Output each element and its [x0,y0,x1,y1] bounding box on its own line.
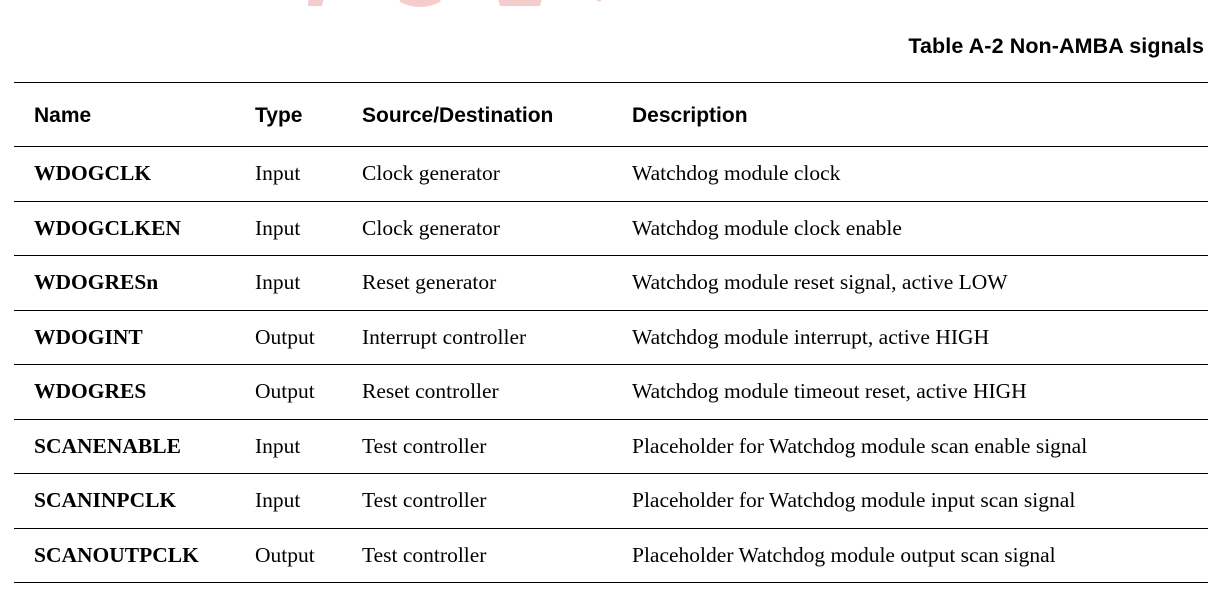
signal-source-cell: Clock generator [362,215,500,240]
table-row: SCANINPCLK Input Test controller Placeho… [14,474,1208,528]
signal-source-cell: Reset controller [362,379,499,404]
signal-name-cell: WDOGCLKEN [34,215,181,240]
signal-description-cell: Watchdog module reset signal, active LOW [632,270,1008,295]
signal-type-cell: Output [255,542,315,567]
table-row: SCANENABLE Input Test controller Placeho… [14,419,1208,474]
signal-type-cell: Input [255,161,301,186]
table-header-row: Name Type Source/Destination Description [14,82,1208,147]
signal-source-cell: Test controller [362,542,487,567]
table-row: WDOGRES Output Reset controller Watchdog… [14,365,1208,419]
signal-source-cell: Reset generator [362,270,497,295]
table-row: WDOGCLKEN Input Clock generator Watchdog… [14,201,1208,256]
signal-description-cell: Watchdog module timeout reset, active HI… [632,379,1027,404]
signal-type-cell: Output [255,324,315,349]
table-row: WDOGINT Output Interrupt controller Watc… [14,310,1208,365]
signal-source-cell: Interrupt controller [362,324,527,349]
signal-description-cell: Watchdog module clock [632,161,841,186]
signal-description-cell: Watchdog module interrupt, active HIGH [632,324,990,349]
table-row: WDOGRESn Input Reset generator Watchdog … [14,256,1208,310]
signal-description-cell: Watchdog module clock enable [632,215,902,240]
signal-type-cell: Input [255,433,301,458]
signal-description-cell: Placeholder for Watchdog module scan ena… [632,433,1088,458]
signal-source-cell: Test controller [362,433,487,458]
signal-source-cell: Test controller [362,488,487,513]
signal-name-cell: WDOGRESn [34,270,159,295]
column-header-description: Description [632,103,748,127]
signal-source-cell: Clock generator [362,161,500,186]
column-header-type: Type [255,103,303,127]
watermark-fragment [308,0,602,7]
table-caption: Table A-2 Non-AMBA signals [908,34,1204,58]
column-header-source-destination: Source/Destination [362,103,554,127]
table-row: SCANOUTPCLK Output Test controller Place… [14,528,1208,583]
signal-name-cell: SCANENABLE [34,433,181,458]
signal-type-cell: Output [255,379,315,404]
signal-description-cell: Placeholder for Watchdog module input sc… [632,488,1076,513]
signal-name-cell: WDOGINT [34,324,143,349]
table-row: WDOGCLK Input Clock generator Watchdog m… [14,147,1208,201]
column-header-name: Name [34,103,92,127]
signal-name-cell: WDOGCLK [34,161,152,186]
signal-type-cell: Input [255,488,301,513]
signal-name-cell: WDOGRES [34,379,147,404]
signal-name-cell: SCANOUTPCLK [34,542,199,567]
signal-description-cell: Placeholder Watchdog module output scan … [632,542,1056,567]
signal-type-cell: Input [255,270,301,295]
signal-type-cell: Input [255,215,301,240]
signals-table: Name Type Source/Destination Description… [14,82,1208,583]
signal-name-cell: SCANINPCLK [34,488,177,513]
